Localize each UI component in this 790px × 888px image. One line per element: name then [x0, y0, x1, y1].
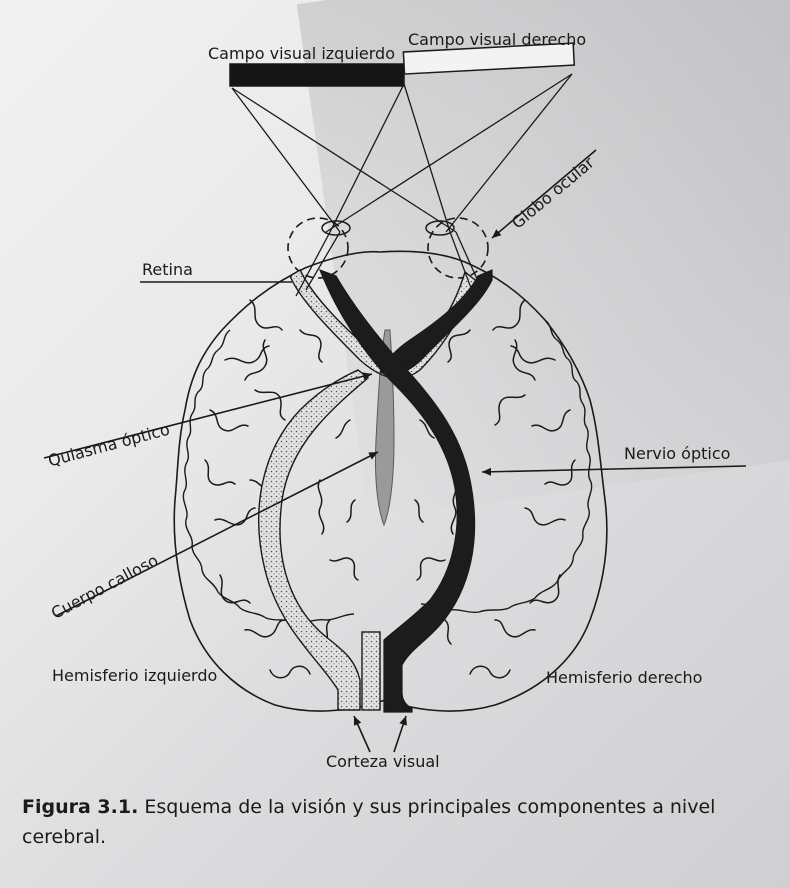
label-retina: Retina [142, 260, 193, 279]
label-right-hemisphere: Hemisferio derecho [546, 668, 702, 687]
left-cortex-block [362, 632, 380, 710]
leader-cortex-left [354, 716, 370, 752]
figure-caption: Figura 3.1. Esquema de la visión y sus p… [22, 792, 762, 852]
label-left-visual-field: Campo visual izquierdo [208, 44, 395, 63]
figure-label: Figura 3.1. [22, 796, 138, 818]
label-right-visual-field: Campo visual derecho [408, 30, 586, 49]
light-rays [232, 74, 572, 296]
leader-cortex-right [394, 716, 406, 752]
label-optic-nerve: Nervio óptico [624, 444, 730, 463]
left-visual-field-bar [230, 64, 404, 86]
label-left-hemisphere: Hemisferio izquierdo [52, 666, 217, 685]
label-visual-cortex: Corteza visual [326, 752, 440, 771]
leader-optic-nerve [482, 466, 746, 472]
brain-contour-right [421, 320, 592, 612]
left-tract [259, 370, 368, 710]
